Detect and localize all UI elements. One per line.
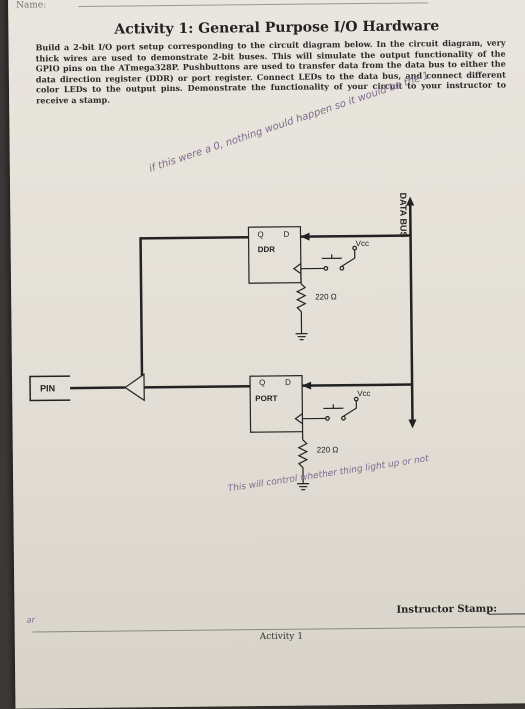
port-d-arrow [302, 382, 311, 390]
ddr-vcc-label: Vcc [356, 239, 369, 248]
page-footer: Activity 1 [260, 632, 303, 642]
ddr-vcc-wire [342, 250, 355, 266]
ddr-label: DDR [258, 245, 275, 254]
ddr-d-bus [301, 236, 411, 237]
port-resistor [299, 440, 307, 468]
port-q-label: Q [259, 378, 265, 387]
port-vcc-label: Vcc [357, 389, 370, 398]
ddr-d-label: D [283, 230, 289, 239]
port-register-box [250, 376, 303, 433]
pin-label: PIN [40, 383, 55, 393]
pin-wire [70, 388, 125, 389]
circuit-diagram [8, 0, 525, 697]
port-clock-mark [295, 414, 302, 424]
ddr-resistor [297, 284, 305, 312]
ddr-q-wire [141, 237, 250, 381]
ddr-q-label: Q [257, 230, 263, 239]
data-bus-label: DATA BUS [398, 193, 408, 238]
instructor-stamp-label: Instructor Stamp: [396, 604, 497, 616]
tristate-buffer [125, 374, 144, 400]
ddr-clock-mark [294, 264, 301, 274]
bus-arrow-down [408, 419, 416, 428]
port-label: PORT [255, 394, 277, 403]
ddr-register-box [248, 227, 301, 284]
port-d-bus [302, 385, 412, 386]
port-d-label: D [285, 378, 291, 387]
data-bus-wire [410, 203, 412, 423]
port-resistor-label: 220 Ω [317, 445, 339, 454]
port-q-wire [144, 386, 250, 387]
handwritten-corner-note: ar [26, 615, 34, 624]
ddr-resistor-label: 220 Ω [315, 292, 337, 301]
ddr-d-arrow [301, 233, 310, 241]
worksheet-page: Name: Activity 1: General Purpose I/O Ha… [8, 0, 525, 709]
